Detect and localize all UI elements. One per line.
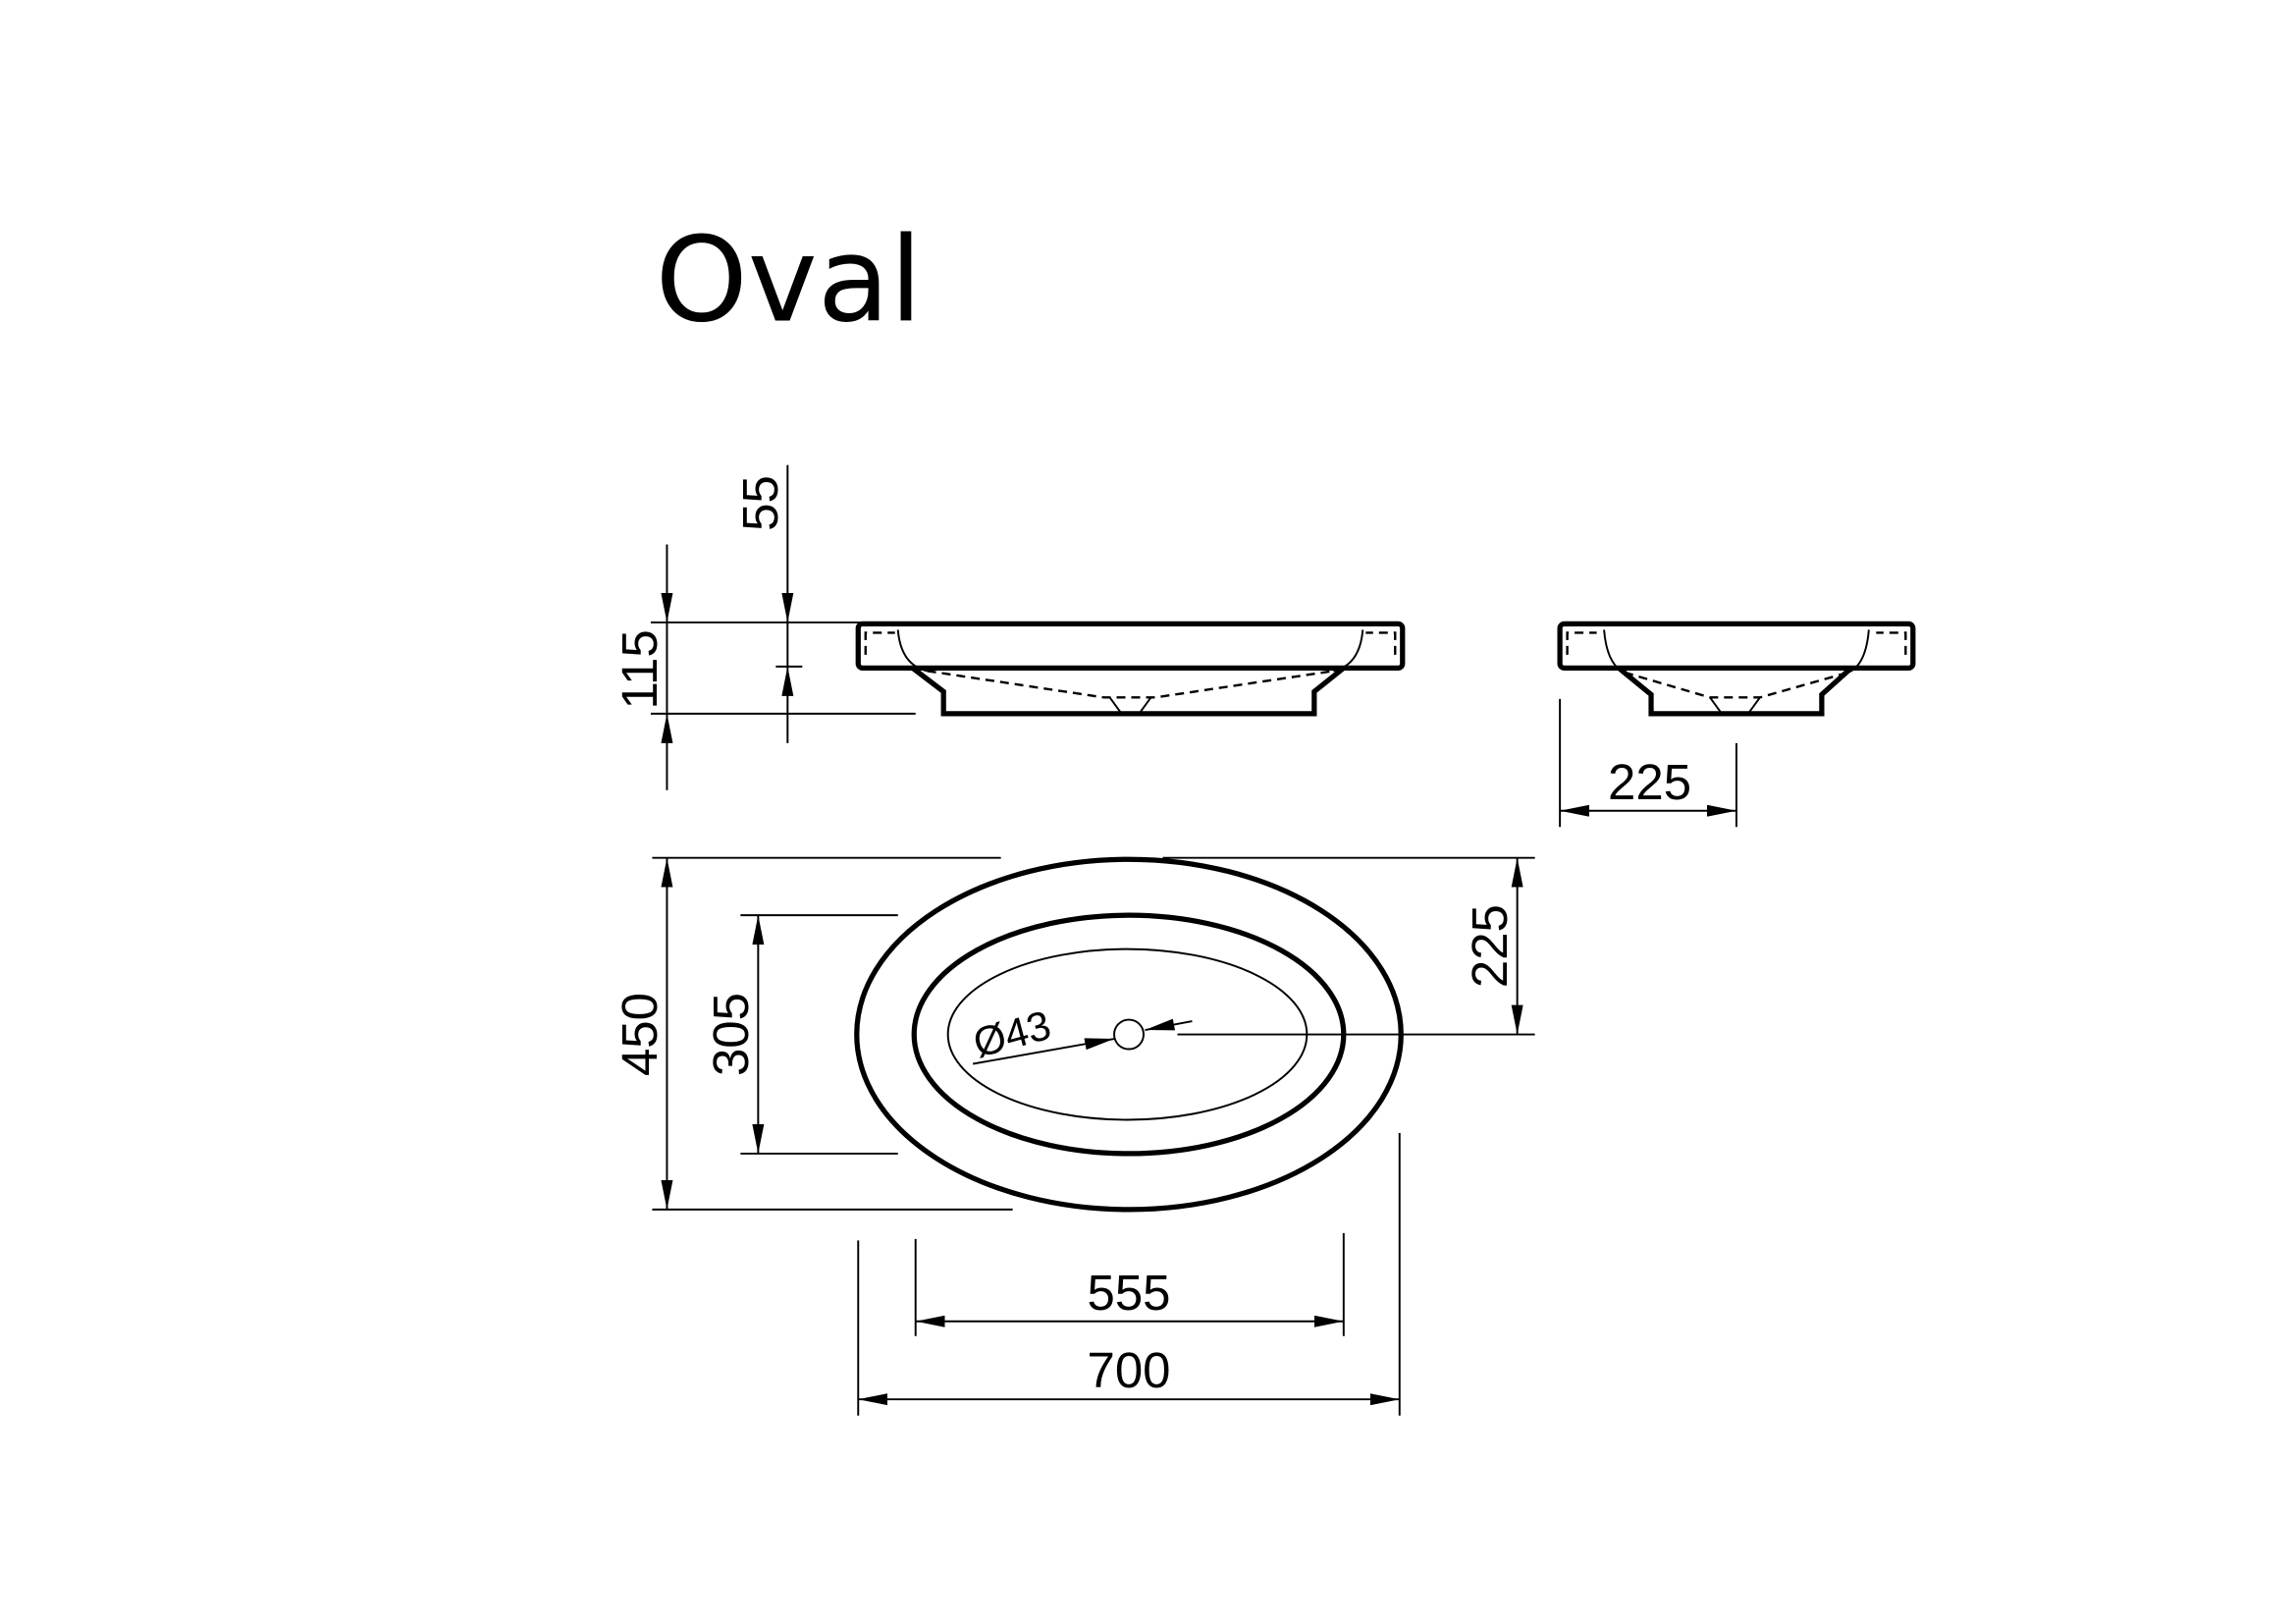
dimension-label-drain: Ø43 <box>968 1001 1055 1066</box>
dimension-label-555: 555 <box>1088 1265 1171 1321</box>
drain-hole <box>1113 1018 1145 1051</box>
dimension-overall-length: 700 <box>857 1132 1401 1416</box>
dimension-side-depth: 225 <box>1559 698 1737 828</box>
drawing-title: Oval <box>655 213 922 350</box>
dimension-label-450: 450 <box>612 993 667 1076</box>
dimension-label-225-plan: 225 <box>1462 904 1518 988</box>
dimension-label-700: 700 <box>1088 1342 1171 1398</box>
dimension-overall-width: 450 <box>612 856 1013 1211</box>
dimension-half-width: 225 <box>1162 856 1535 1036</box>
dimension-bowl-width: 305 <box>703 914 898 1155</box>
dimension-label-305: 305 <box>703 993 759 1076</box>
dimension-total-height: 115 <box>612 544 916 790</box>
dimension-label-115: 115 <box>612 629 667 709</box>
dimension-label-225-side: 225 <box>1608 754 1691 810</box>
side-section-view <box>1557 621 1916 717</box>
front-section-view <box>855 621 1406 717</box>
dimension-rim-height: 55 <box>732 464 803 743</box>
dimension-label-55: 55 <box>732 475 788 531</box>
dimension-bowl-length: 555 <box>914 1232 1345 1336</box>
dimension-drain-diameter: Ø43 <box>968 1001 1193 1066</box>
